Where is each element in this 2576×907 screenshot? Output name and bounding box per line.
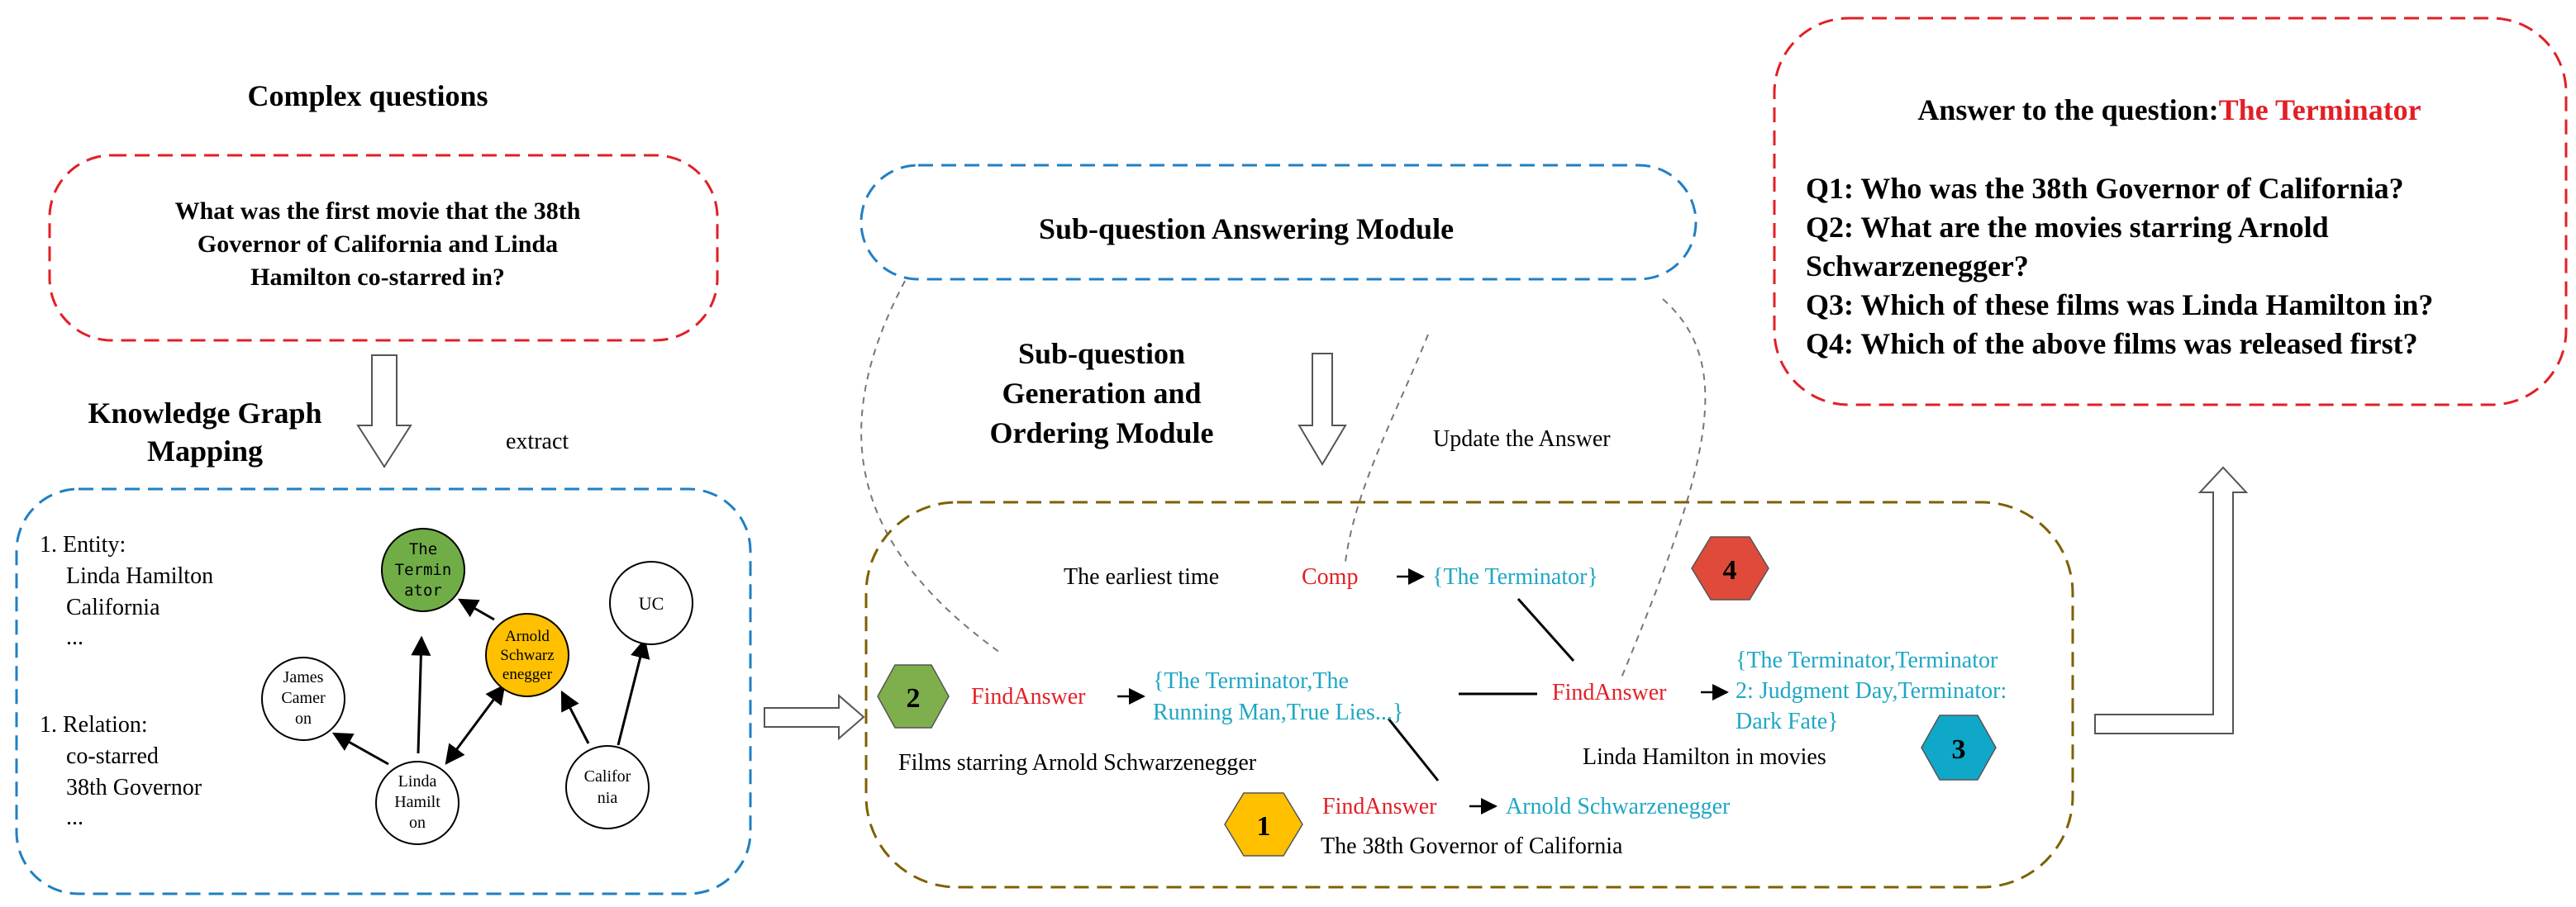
extract-label: extract — [506, 429, 569, 454]
svg-text:enegger: enegger — [502, 666, 553, 683]
entity-item-ellipsis: ... — [66, 624, 83, 650]
comp-operator: Comp — [1302, 564, 1358, 590]
right-arrow-kg-to-flow — [764, 693, 865, 741]
find-answer-3: FindAnswer — [1552, 680, 1667, 705]
relation-item-ellipsis: ... — [66, 805, 83, 830]
generation-title-line-1: Sub-question — [1018, 337, 1185, 370]
complex-question-box — [48, 154, 719, 342]
linda-in-movies-label: Linda Hamilton in movies — [1583, 744, 1826, 770]
relation-item-governor: 38th Governor — [66, 775, 202, 800]
question-q3: Q3: Which of these films was Linda Hamil… — [1806, 288, 2433, 321]
result-3-line-2: 2: Judgment Day,Terminator: — [1736, 678, 2007, 704]
svg-text:UC: UC — [639, 593, 664, 614]
edge-california-uc — [617, 638, 650, 746]
edge-linda-terminator — [411, 635, 431, 754]
node-james: James Camer on — [261, 657, 345, 741]
relation-item-costarred: co-starred — [66, 743, 159, 769]
kg-mapping-title-line-2: Mapping — [147, 435, 263, 468]
dashed-link-right — [1619, 298, 1707, 682]
svg-text:on: on — [409, 814, 426, 832]
node-california: Califor nia — [565, 745, 650, 829]
question-q2-cont: Schwarzenegger? — [1806, 249, 2029, 283]
sub-question-answering-box — [859, 164, 1697, 281]
earliest-time-label: The earliest time — [1064, 564, 1219, 590]
answer-prefix: Answer to the question: — [1917, 93, 2218, 126]
svg-text:Linda: Linda — [398, 772, 437, 791]
svg-text:Hamilt: Hamilt — [394, 793, 440, 811]
svg-text:Camer: Camer — [281, 689, 326, 707]
svg-text:ator: ator — [404, 582, 442, 600]
svg-text:Schwarz: Schwarz — [500, 647, 554, 664]
step-2-hexagon: 2 — [877, 664, 950, 729]
update-answer-label: Update the Answer — [1433, 426, 1611, 452]
node-uc: UC — [609, 561, 693, 645]
entity-list-header: 1. Entity: — [40, 532, 126, 558]
svg-text:Termin: Termin — [395, 561, 452, 579]
find-answer-2: FindAnswer — [971, 684, 1086, 710]
edge-arnold-terminator — [457, 598, 495, 621]
node-linda: Linda Hamilt on — [375, 761, 459, 845]
generation-flow-box — [864, 501, 2074, 889]
edge-james-linda — [331, 732, 389, 766]
kg-mapping-box — [15, 487, 752, 895]
svg-text:Arnold: Arnold — [505, 628, 550, 645]
edge-linda-arnold — [445, 684, 506, 765]
result-2-line-2: Running Man,True Lies...} — [1153, 700, 1403, 725]
generation-title-line-3: Ordering Module — [990, 416, 1214, 449]
answer-heading: Answer to the question:The Terminator — [1917, 93, 2421, 126]
question-q1: Q1: Who was the 38th Governor of Califor… — [1806, 172, 2404, 205]
step-3-label: 3 — [1952, 734, 1966, 765]
up-arrow-to-answer — [2094, 466, 2249, 734]
step-4-label: 4 — [1723, 555, 1737, 586]
svg-text:Califor: Califor — [584, 767, 631, 786]
svg-text:on: on — [295, 710, 312, 728]
svg-text:James: James — [283, 668, 324, 686]
down-arrow-generation — [1298, 353, 1347, 466]
entity-item-california: California — [66, 595, 160, 620]
result-3-line-1: {The Terminator,Terminator — [1736, 648, 1998, 673]
kg-mapping-title-line-1: Knowledge Graph — [88, 397, 321, 430]
svg-text:nia: nia — [598, 789, 618, 807]
link-find2-to-find1 — [1387, 718, 1440, 781]
down-arrow-extract — [356, 354, 412, 468]
generation-title-line-2: Generation and — [1002, 377, 1201, 410]
step-1-label: 1 — [1257, 811, 1271, 842]
answer-box — [1773, 17, 2568, 406]
comp-result: {The Terminator} — [1432, 564, 1598, 590]
node-terminator: The Termin ator — [381, 528, 465, 612]
entity-item-linda: Linda Hamilton — [66, 563, 213, 589]
question-q2: Q2: What are the movies starring Arnold — [1806, 211, 2329, 244]
result-2-line-1: {The Terminator,The — [1153, 668, 1349, 694]
question-q4: Q4: Which of the above films was release… — [1806, 327, 2418, 360]
dashed-link-update — [1345, 334, 1429, 563]
films-starring-label: Films starring Arnold Schwarzenegger — [898, 750, 1257, 776]
sub-question-answering-title: Sub-question Answering Module — [1039, 212, 1454, 245]
complex-question-line-1: What was the first movie that the 38th — [175, 197, 581, 225]
edge-california-arnold — [560, 690, 590, 744]
node-arnold: Arnold Schwarz enegger — [485, 613, 569, 697]
complex-question-line-3: Hamilton co-starred in? — [250, 264, 505, 291]
complex-questions-title: Complex questions — [247, 79, 488, 112]
relation-list-header: 1. Relation: — [40, 712, 148, 738]
kg-edges — [331, 598, 650, 766]
link-4-to-find3 — [1517, 598, 1575, 662]
svg-text:The: The — [409, 540, 437, 558]
result-3-line-3: Dark Fate} — [1736, 709, 1839, 734]
step-3-hexagon: 3 — [1921, 715, 1997, 781]
result-1: Arnold Schwarzenegger — [1506, 794, 1731, 819]
dashed-link-left — [860, 280, 1001, 653]
find-answer-1: FindAnswer — [1322, 794, 1437, 819]
complex-question-line-2: Governor of California and Linda — [198, 230, 558, 258]
step-1-hexagon: 1 — [1224, 792, 1303, 857]
governor-label: The 38th Governor of California — [1321, 833, 1623, 859]
step-2-label: 2 — [907, 683, 921, 714]
answer-value: The Terminator — [2219, 93, 2421, 126]
step-4-hexagon: 4 — [1691, 536, 1769, 601]
